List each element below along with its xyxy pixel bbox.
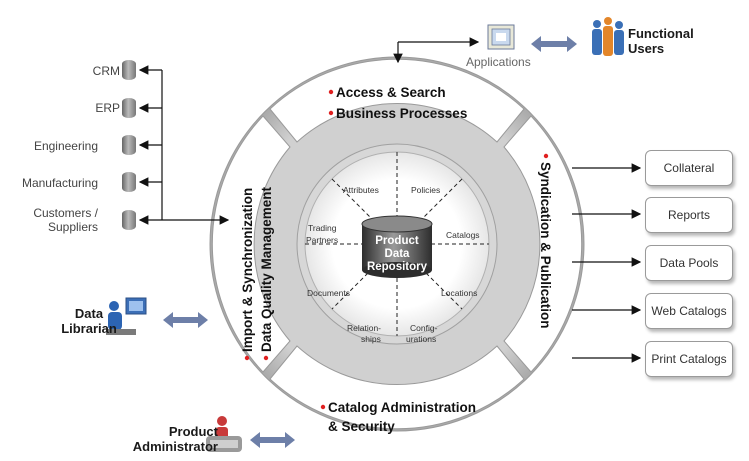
segment-bottom-line-1: Catalog Administration <box>328 400 476 415</box>
sector-trading-2: Partners <box>306 235 338 245</box>
segment-bottom <box>269 345 525 430</box>
engineering-database-icon <box>122 135 136 155</box>
repository-line-3: Repository <box>367 261 428 273</box>
erp-database-icon <box>122 98 136 118</box>
source-erp-label: ERP <box>95 101 120 115</box>
segment-top <box>269 58 525 143</box>
source-customers-label: Customers / Suppliers <box>33 206 98 234</box>
output-reports: Reports <box>645 197 733 233</box>
segment-top-line-2: Business Processes <box>336 106 467 121</box>
sector-locations: Locations <box>441 288 477 298</box>
output-connectors <box>572 163 642 363</box>
source-crm-label: CRM <box>92 64 120 78</box>
output-print-catalogs: Print Catalogs <box>645 341 733 377</box>
sector-attributes: Attributes <box>343 185 379 195</box>
source-engineering-label: Engineering <box>33 139 98 153</box>
applications-connector <box>393 37 480 64</box>
applications-label: Applications <box>466 55 531 69</box>
double-arrow-admin <box>250 432 295 448</box>
double-arrow-functional <box>531 36 577 52</box>
repository-line-1: Product <box>375 235 419 247</box>
functional-users-label: Functional Users <box>628 26 694 56</box>
source-manufacturing-label: Manufacturing <box>21 176 98 190</box>
sector-documents: Documents <box>307 288 350 298</box>
crm-database-icon <box>122 60 136 80</box>
segment-right <box>503 115 583 373</box>
segment-left-line-1: Import & Synchronization <box>240 188 255 352</box>
sector-catalogs: Catalogs <box>446 230 480 240</box>
segment-left <box>211 115 291 373</box>
functional-users-icon <box>592 17 624 56</box>
output-collateral: Collateral <box>645 150 733 186</box>
manufacturing-database-icon <box>122 172 136 192</box>
applications-icon <box>487 24 515 50</box>
source-connectors <box>138 65 230 225</box>
sector-configurations-1: Config- <box>410 323 438 333</box>
output-data-pools: Data Pools <box>645 245 733 281</box>
sector-relationships-2: ships <box>361 334 381 344</box>
sector-policies: Policies <box>411 185 440 195</box>
product-admin-icon <box>206 416 242 452</box>
sector-trading-1: Trading <box>308 223 337 233</box>
segment-left-line-2: Data Quality Management <box>259 186 274 352</box>
data-librarian-icon <box>106 297 147 335</box>
output-web-catalogs: Web Catalogs <box>645 293 733 329</box>
sector-relationships-1: Relation- <box>347 323 381 333</box>
repository-line-2: Data <box>385 248 411 260</box>
sector-configurations-2: urations <box>406 334 436 344</box>
segment-right-line-1: Syndication & Publication <box>538 162 553 329</box>
segment-top-line-1: Access & Search <box>336 85 446 100</box>
data-librarian-label: Data Librarian <box>61 306 117 336</box>
segment-bottom-line-2: & Security <box>328 419 395 434</box>
product-admin-label: Product Administrator <box>132 424 218 454</box>
repository-cylinder-icon <box>361 215 433 278</box>
double-arrow-librarian <box>163 312 208 328</box>
customers-database-icon <box>122 210 136 230</box>
